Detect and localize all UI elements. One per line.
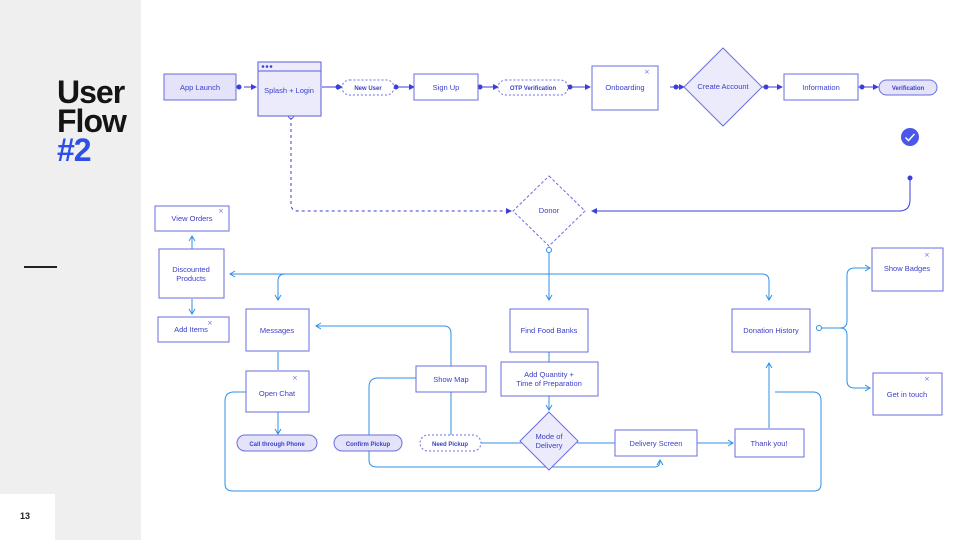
node-open-chat-label: Open Chat — [259, 389, 296, 398]
node-information-label: Information — [802, 83, 840, 92]
divider-dash — [24, 266, 57, 268]
node-create-account[interactable]: Create Account — [683, 47, 763, 127]
page-number-box — [0, 494, 55, 540]
title-line-1: User — [57, 74, 125, 110]
node-verification-label: Verification — [892, 86, 925, 92]
node-view-orders-label: View Orders — [171, 214, 212, 223]
close-icon: × — [924, 251, 930, 259]
node-confirm-pickup[interactable]: Confirm Pickup — [333, 434, 403, 452]
node-add-items[interactable]: × Add Items — [157, 316, 230, 343]
node-splash-login-label: Splash + Login — [264, 86, 314, 95]
node-information[interactable]: Information — [783, 73, 859, 101]
node-add-quantity-label-1: Add Quantity + — [524, 370, 574, 379]
close-icon: × — [218, 207, 224, 215]
node-call-through-phone[interactable]: Call through Phone — [236, 434, 318, 452]
title-line-2: Flow — [57, 103, 127, 139]
node-show-badges[interactable]: × Show Badges — [871, 247, 944, 292]
node-add-items-label: Add Items — [174, 325, 208, 334]
node-app-launch[interactable]: App Launch — [163, 73, 237, 101]
node-new-user[interactable]: New User — [341, 79, 395, 96]
node-open-chat[interactable]: × Open Chat — [245, 370, 310, 413]
node-messages[interactable]: Messages — [245, 308, 310, 352]
node-need-pickup[interactable]: Need Pickup — [419, 434, 482, 452]
connectors-primary — [244, 84, 911, 214]
node-thank-you[interactable]: Thank you! — [734, 428, 805, 458]
node-view-orders[interactable]: × View Orders — [154, 205, 230, 232]
node-onboarding[interactable]: × Onboarding — [591, 65, 659, 111]
node-donation-history-label: Donation History — [743, 326, 799, 335]
node-show-map-label: Show Map — [433, 375, 468, 384]
connector-node-history — [816, 325, 822, 331]
sidebar-panel — [0, 0, 141, 540]
connectors-secondary — [188, 235, 871, 492]
node-new-user-label: New User — [354, 86, 382, 92]
node-onboarding-label: Onboarding — [605, 83, 644, 92]
title-accent: #2 — [57, 132, 92, 168]
window-dots-icon — [261, 65, 273, 68]
connector-node-donor — [546, 247, 552, 253]
node-sign-up[interactable]: Sign Up — [413, 73, 479, 101]
node-show-map[interactable]: Show Map — [415, 365, 487, 393]
close-icon: × — [292, 374, 298, 382]
node-donor-label: Donor — [539, 206, 560, 215]
connector-splash-donor — [290, 117, 512, 214]
node-splash-login[interactable]: Splash + Login — [257, 61, 322, 117]
close-icon: × — [207, 319, 213, 327]
node-otp-verification-label: OTP Verification — [510, 86, 557, 92]
node-donation-history[interactable]: Donation History — [731, 308, 811, 353]
node-add-quantity-label-2: Time of Preparation — [516, 379, 582, 388]
close-icon: × — [644, 68, 650, 76]
node-donor[interactable]: Donor — [512, 175, 586, 247]
node-thank-you-label: Thank you! — [750, 439, 787, 448]
node-delivery-screen-label: Delivery Screen — [630, 439, 683, 448]
node-mode-of-delivery[interactable]: Mode of Delivery — [519, 411, 579, 471]
node-verification[interactable]: Verification — [878, 79, 938, 96]
node-delivery-screen[interactable]: Delivery Screen — [614, 429, 698, 457]
node-get-in-touch[interactable]: × Get in touch — [872, 372, 943, 416]
node-discounted-products-label-1: Discounted — [172, 265, 210, 274]
node-confirm-pickup-label: Confirm Pickup — [346, 442, 391, 448]
node-discounted-products[interactable]: Discounted Products — [158, 248, 225, 299]
node-create-account-label: Create Account — [697, 82, 749, 91]
node-app-launch-label: App Launch — [180, 83, 220, 92]
node-call-through-phone-label: Call through Phone — [249, 442, 305, 448]
node-need-pickup-label: Need Pickup — [432, 442, 468, 448]
connector-verification-donor — [591, 178, 911, 214]
node-discounted-products-label-2: Products — [176, 274, 206, 283]
node-show-badges-label: Show Badges — [884, 264, 931, 273]
node-find-food-banks-label: Find Food Banks — [521, 326, 578, 335]
node-find-food-banks[interactable]: Find Food Banks — [509, 308, 589, 353]
node-mode-of-delivery-label-2: Delivery — [535, 441, 562, 450]
node-mode-of-delivery-label-1: Mode of — [535, 432, 563, 441]
close-icon: × — [924, 375, 930, 383]
check-circle-icon — [901, 128, 919, 146]
slide-title: User Flow #2 — [57, 74, 127, 168]
node-get-in-touch-label: Get in touch — [887, 390, 927, 399]
node-sign-up-label: Sign Up — [433, 83, 460, 92]
node-messages-label: Messages — [260, 326, 294, 335]
node-add-quantity[interactable]: Add Quantity + Time of Preparation — [500, 361, 599, 397]
page-number: 13 — [20, 511, 31, 521]
node-otp-verification[interactable]: OTP Verification — [497, 79, 569, 96]
